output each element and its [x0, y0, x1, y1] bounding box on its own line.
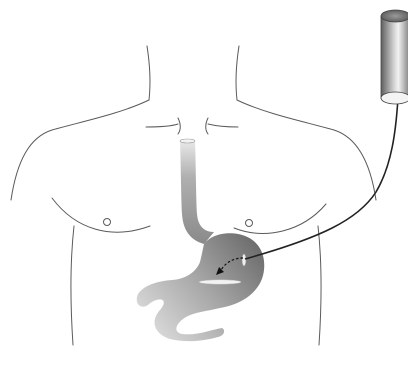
esophagus: [180, 141, 214, 244]
left-shoulder-line: [11, 100, 149, 200]
capsule-top: [381, 10, 408, 22]
sternal-notch-line: [178, 118, 180, 134]
neck-right-line: [236, 46, 239, 100]
left-pectoral-line: [52, 198, 150, 232]
incision-line: [199, 280, 241, 284]
right-clavicle-line: [208, 124, 238, 127]
nipples: [104, 219, 253, 227]
right-nipple: [246, 220, 253, 227]
left-nipple: [104, 219, 111, 226]
capsule-device: [381, 10, 408, 104]
neck-left-line: [147, 46, 150, 100]
capsule-bottom: [381, 92, 408, 104]
right-arm-inner-line: [318, 226, 321, 345]
sternal-notch-line-right: [206, 118, 208, 134]
right-shoulder-line: [237, 100, 376, 200]
right-pectoral-line: [234, 204, 326, 233]
esophagus-opening: [180, 139, 195, 143]
left-clavicle-line: [146, 124, 178, 127]
attachment-mark: [242, 254, 246, 266]
left-arm-inner-line: [71, 226, 74, 345]
wire: [245, 98, 398, 259]
capsule-body: [381, 16, 408, 103]
stomach: [137, 233, 265, 341]
